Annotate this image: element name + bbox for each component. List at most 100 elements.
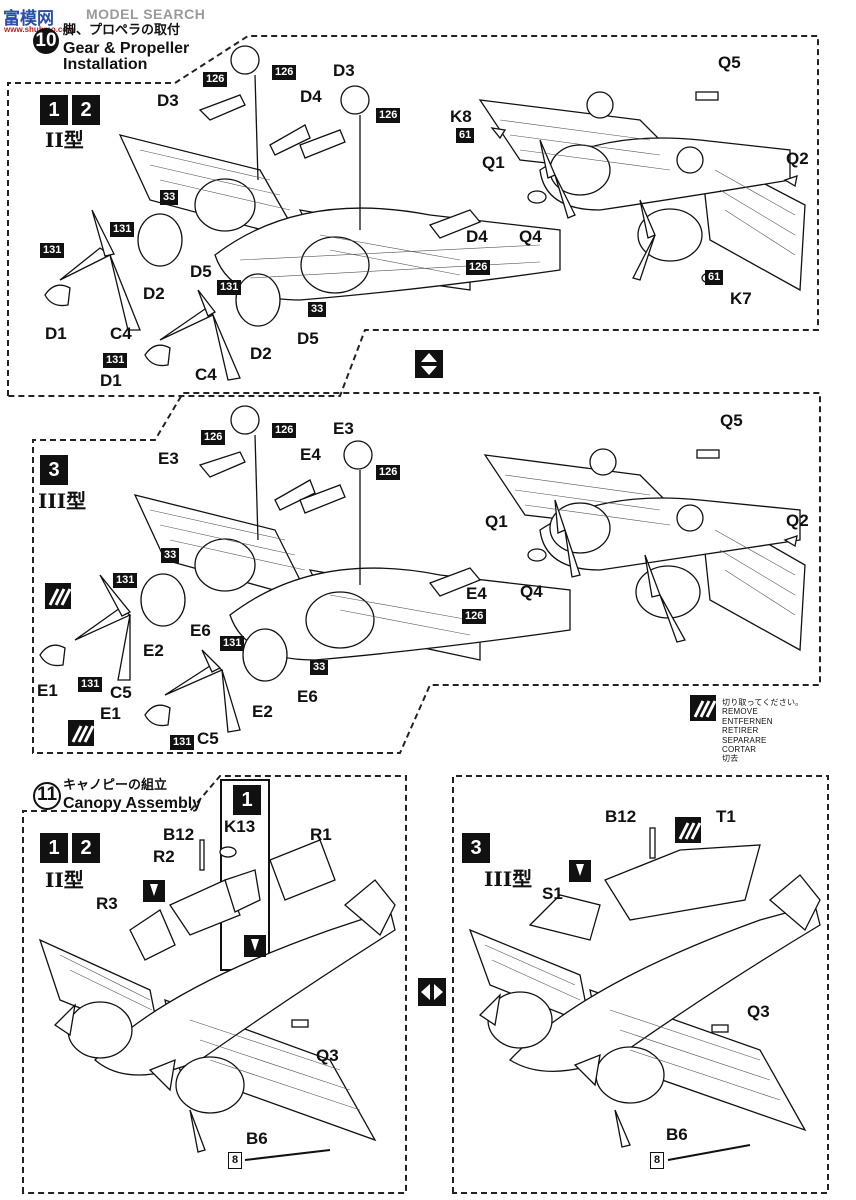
step-10-badge: 10 <box>33 28 59 54</box>
part-label: C5 <box>110 683 132 702</box>
part-label: D2 <box>143 284 165 303</box>
part-label: R1 <box>310 825 332 844</box>
part-code: 126 <box>203 72 228 87</box>
part-code: 131 <box>110 222 135 237</box>
part-label: K7 <box>730 289 752 308</box>
part-code: 131 <box>113 573 138 588</box>
part-label: D5 <box>297 329 319 348</box>
part-label: E2 <box>143 641 164 660</box>
step-10-title-jp: 脚、プロペラの取付 <box>63 22 181 37</box>
type-1-badge: 1 <box>40 95 68 125</box>
part-code: 33 <box>161 548 180 563</box>
part-label: E1 <box>100 704 121 723</box>
part-code: 131 <box>170 735 195 750</box>
part-label: Q3 <box>316 1046 339 1065</box>
step-11-title-en: Canopy Assembly <box>63 795 202 812</box>
type-2-badge: 2 <box>72 833 100 863</box>
part-code: 126 <box>462 609 487 624</box>
part-label: Q5 <box>718 53 741 72</box>
part-label: D2 <box>250 344 272 363</box>
part-label: S1 <box>542 884 563 903</box>
part-label: D5 <box>190 262 212 281</box>
type-3-label: III型 <box>38 489 87 513</box>
part-label: E6 <box>190 621 211 640</box>
part-label: Q2 <box>786 149 809 168</box>
part-label: Q2 <box>786 511 809 530</box>
part-label: K13 <box>224 817 256 836</box>
part-label: D4 <box>300 87 322 106</box>
part-code: 126 <box>201 430 226 445</box>
part-label: D4 <box>466 227 488 246</box>
type-3-label: III型 <box>484 867 533 891</box>
remove-note-jp: 切り取ってください。 <box>722 698 804 707</box>
part-label: Q5 <box>720 411 743 430</box>
swap-vertical-icon <box>415 350 443 378</box>
step-11-title-jp: キャノピーの組立 <box>63 777 168 792</box>
part-label: Q4 <box>520 582 543 601</box>
aircraft-b-left <box>39 405 571 733</box>
watermark-search: MODEL SEARCH <box>86 6 206 22</box>
part-code: 33 <box>160 190 179 205</box>
part-label: B6 <box>666 1125 688 1144</box>
part-label: C4 <box>195 365 217 384</box>
install-arrow-icons <box>143 880 266 957</box>
type-2-label: II型 <box>45 868 84 892</box>
part-label: E6 <box>297 687 318 706</box>
part-label: B6 <box>246 1129 268 1148</box>
part-code: 8 <box>650 1152 665 1169</box>
part-label: E4 <box>300 445 321 464</box>
part-label: B12 <box>163 825 195 844</box>
part-code: 33 <box>310 660 329 675</box>
part-code: 61 <box>705 270 724 285</box>
part-label: R2 <box>153 847 175 866</box>
remove-note-es: CORTAR <box>722 745 757 755</box>
panel-a-frame <box>7 35 819 397</box>
part-label: C5 <box>197 729 219 748</box>
part-code: 131 <box>217 280 242 295</box>
part-code: 126 <box>272 423 297 438</box>
part-label: K8 <box>450 107 472 126</box>
watermark-brand: 富模网 <box>3 9 54 29</box>
install-arrow-icon-d <box>569 860 591 882</box>
type-3-badge: 3 <box>462 833 490 863</box>
step-10-title-en-1: Gear & Propeller <box>63 40 190 57</box>
part-code: 131 <box>220 636 245 651</box>
type-2-label: II型 <box>45 128 84 152</box>
part-label: B12 <box>605 807 637 826</box>
step-10-title-en-2: Installation <box>63 56 148 73</box>
swap-horizontal-icon <box>418 978 446 1006</box>
step-11-badge: 11 <box>33 782 61 810</box>
part-code: 131 <box>78 677 103 692</box>
part-code: 126 <box>376 108 401 123</box>
aircraft-d <box>468 827 821 1161</box>
part-label: D1 <box>100 371 122 390</box>
panel-b-frame <box>32 392 821 754</box>
remove-note-en: REMOVE <box>722 707 758 717</box>
part-code: 8 <box>228 1152 243 1169</box>
type-3-badge: 3 <box>40 455 68 485</box>
aircraft-a-left <box>44 45 561 381</box>
part-label: Q1 <box>482 153 505 172</box>
type-1-badge: 1 <box>40 833 68 863</box>
subtype-1-badge: 1 <box>233 785 261 815</box>
part-label: D3 <box>333 61 355 80</box>
part-label: Q4 <box>519 227 542 246</box>
part-label: E4 <box>466 584 487 603</box>
part-label: Q3 <box>747 1002 770 1021</box>
remove-note-de: ENTFERNEN <box>722 716 773 726</box>
aircraft-c <box>38 839 396 1161</box>
part-label: E1 <box>37 681 58 700</box>
part-label: D1 <box>45 324 67 343</box>
remove-note-zh: 切去 <box>722 754 739 764</box>
part-code: 131 <box>103 353 128 368</box>
aircraft-a-right <box>478 91 806 292</box>
part-label: T1 <box>716 807 736 826</box>
part-code: 61 <box>456 128 475 143</box>
part-code: 126 <box>466 260 491 275</box>
part-code: 131 <box>40 243 65 258</box>
part-label: C4 <box>110 324 132 343</box>
panel-d-frame <box>452 775 829 1194</box>
remove-instruction: 切り取ってください。 REMOVE ENTFERNEN RETIRER SEPA… <box>722 698 803 764</box>
panel-c-frame <box>22 775 407 1194</box>
